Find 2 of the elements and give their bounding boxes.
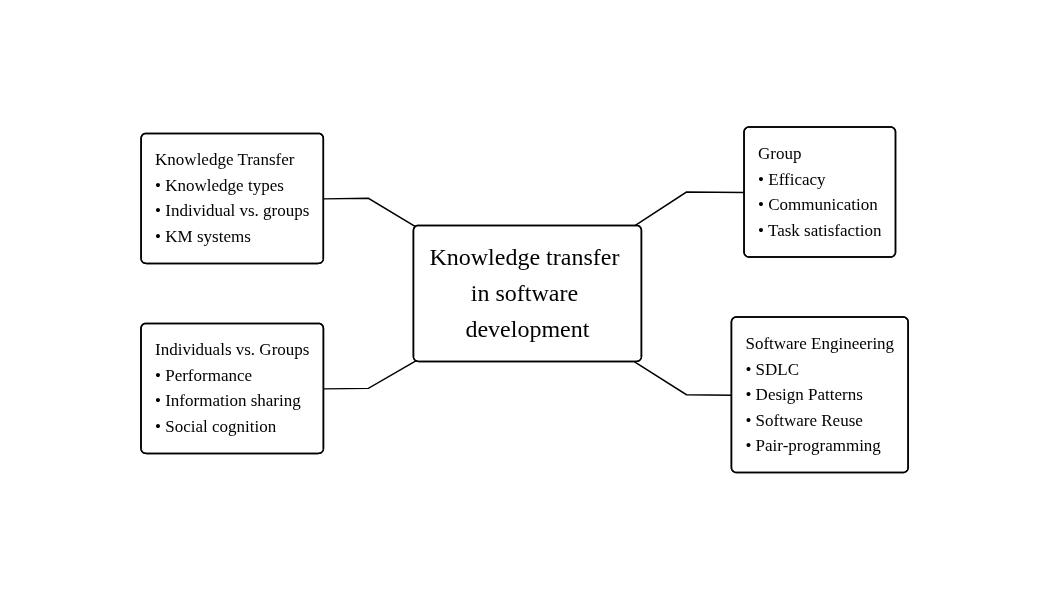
connector — [323, 360, 418, 390]
connector — [323, 197, 418, 228]
